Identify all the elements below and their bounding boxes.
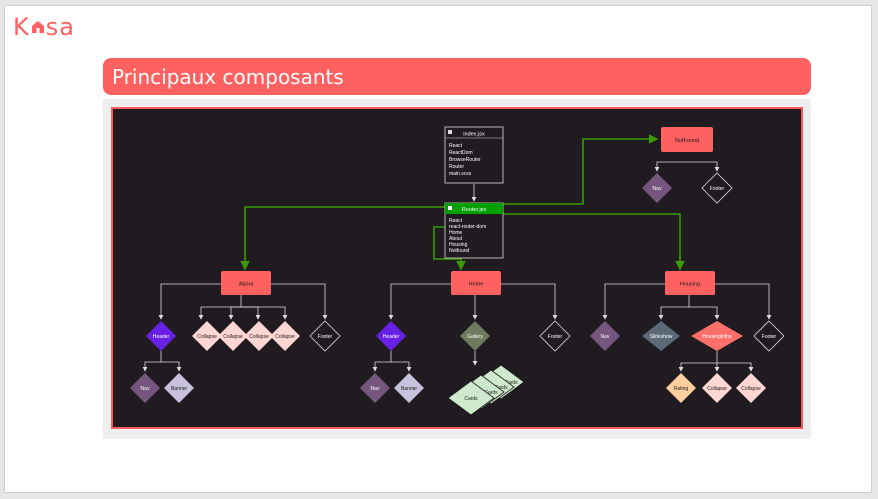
about-nav-label: Nav [141, 386, 150, 392]
router-line-3: Home [449, 230, 463, 236]
housing-housinginfos-label: HousingInfos [702, 334, 732, 340]
router-line-4: About [449, 236, 463, 242]
home-cards-label-3: Cards [494, 385, 508, 391]
about-collapse-label-2: Collapse [223, 334, 243, 340]
page-about: About [221, 271, 271, 295]
home-footer-node: Footer [539, 320, 571, 352]
component-diagram-svg: index.jsx React ReactDom BrowseRouter Ro… [130, 126, 785, 416]
home-nav-label: Nav [371, 386, 380, 392]
white-connectors [142, 161, 772, 372]
index-jsx-box: index.jsx React ReactDom BrowseRouter Ro… [444, 126, 504, 184]
page-home-label: Home [469, 282, 484, 288]
about-header-node: Header [146, 321, 176, 351]
router-jsx-box: Router.jsx React react-router-dom Home A… [444, 202, 504, 259]
index-line-5: main.scss [449, 171, 472, 177]
housing-footer-label: Footer [762, 334, 777, 340]
housing-collapse-node-1: Collapse [702, 373, 732, 403]
table-icon [448, 130, 452, 134]
housing-nav-node: Nav [590, 321, 620, 351]
home-gallery-node: Gallery [460, 321, 490, 351]
kasa-logo: K sa [13, 10, 75, 44]
about-footer-node: Footer [309, 320, 341, 352]
router-jsx-title: Router.jsx [462, 207, 487, 213]
notfound-footer-node: Footer [701, 172, 733, 204]
home-cards-label-4: Cards [504, 380, 518, 386]
home-banner-label: Banner [401, 386, 417, 392]
page-home: Home [451, 271, 501, 295]
router-line-6: Notfound [449, 248, 470, 254]
page-notfound-label: NotFound [675, 138, 699, 144]
index-line-1: React [449, 143, 463, 149]
about-banner-node: Banner [164, 373, 194, 403]
home-gallery-label: Gallery [467, 334, 483, 340]
home-header-node: Header [376, 321, 406, 351]
housing-slideshow-node: Slideshow [642, 321, 680, 351]
about-banner-label: Banner [171, 386, 187, 392]
page-housing-label: Housing [680, 282, 700, 288]
housing-housinginfos-node: HousingInfos [691, 321, 743, 351]
page-housing: Housing [665, 271, 715, 295]
router-line-2: react-router-dom [449, 224, 486, 230]
about-nav-node: Nav [130, 373, 160, 403]
housing-rating-node: Rating [666, 373, 696, 403]
about-collapse-node-1: Collapse [192, 321, 222, 351]
slide-title: Principaux composants [112, 64, 344, 89]
about-header-label: Header [153, 334, 170, 340]
router-line-1: React [449, 218, 463, 224]
house-icon [31, 21, 44, 33]
about-collapse-label-1: Collapse [197, 334, 217, 340]
about-collapse-label-4: Collapse [275, 334, 295, 340]
slide-title-banner: Principaux composants [103, 58, 811, 95]
home-header-label: Header [383, 334, 400, 340]
about-collapse-node-2: Collapse [218, 321, 248, 351]
home-nav-node: Nav [360, 373, 390, 403]
notfound-nav-label: Nav [653, 186, 662, 192]
home-footer-label: Footer [548, 334, 563, 340]
about-collapse-label-3: Collapse [249, 334, 269, 340]
diagram-frame: index.jsx React ReactDom BrowseRouter Ro… [103, 99, 811, 439]
housing-slideshow-label: Slideshow [650, 334, 673, 340]
housing-collapse-label-2: Collapse [741, 386, 761, 392]
home-cards-label-1: Cards [464, 396, 478, 402]
index-line-2: ReactDom [449, 150, 473, 156]
page-notfound: NotFound [661, 127, 713, 152]
home-cards-node-1: Cards [447, 380, 495, 416]
about-collapse-node-3: Collapse [244, 321, 274, 351]
about-collapse-node-4: Collapse [270, 321, 300, 351]
index-line-3: BrowseRouter [449, 157, 481, 163]
notfound-nav-node: Nav [642, 173, 672, 203]
housing-rating-label: Rating [674, 386, 689, 392]
table-icon [448, 206, 452, 210]
router-line-5: Housing [449, 242, 468, 248]
page-about-label: About [239, 282, 254, 288]
index-jsx-title: index.jsx [463, 132, 485, 138]
notfound-footer-label: Footer [710, 186, 725, 192]
slide: K sa Principaux composants [4, 5, 872, 493]
home-banner-node: Banner [394, 373, 424, 403]
about-footer-label: Footer [318, 334, 333, 340]
logo-letters-before: K [13, 13, 30, 41]
home-cards-stack: Cards Cards Cards Cards [447, 364, 525, 416]
housing-collapse-label-1: Collapse [707, 386, 727, 392]
housing-collapse-node-2: Collapse [736, 373, 766, 403]
home-cards-label-2: Cards [484, 390, 498, 396]
housing-nav-label: Nav [601, 334, 610, 340]
index-line-4: Router [449, 164, 464, 170]
housing-footer-node: Footer [753, 320, 785, 352]
component-diagram: index.jsx React ReactDom BrowseRouter Ro… [111, 107, 803, 429]
logo-letters-after: sa [45, 13, 75, 41]
